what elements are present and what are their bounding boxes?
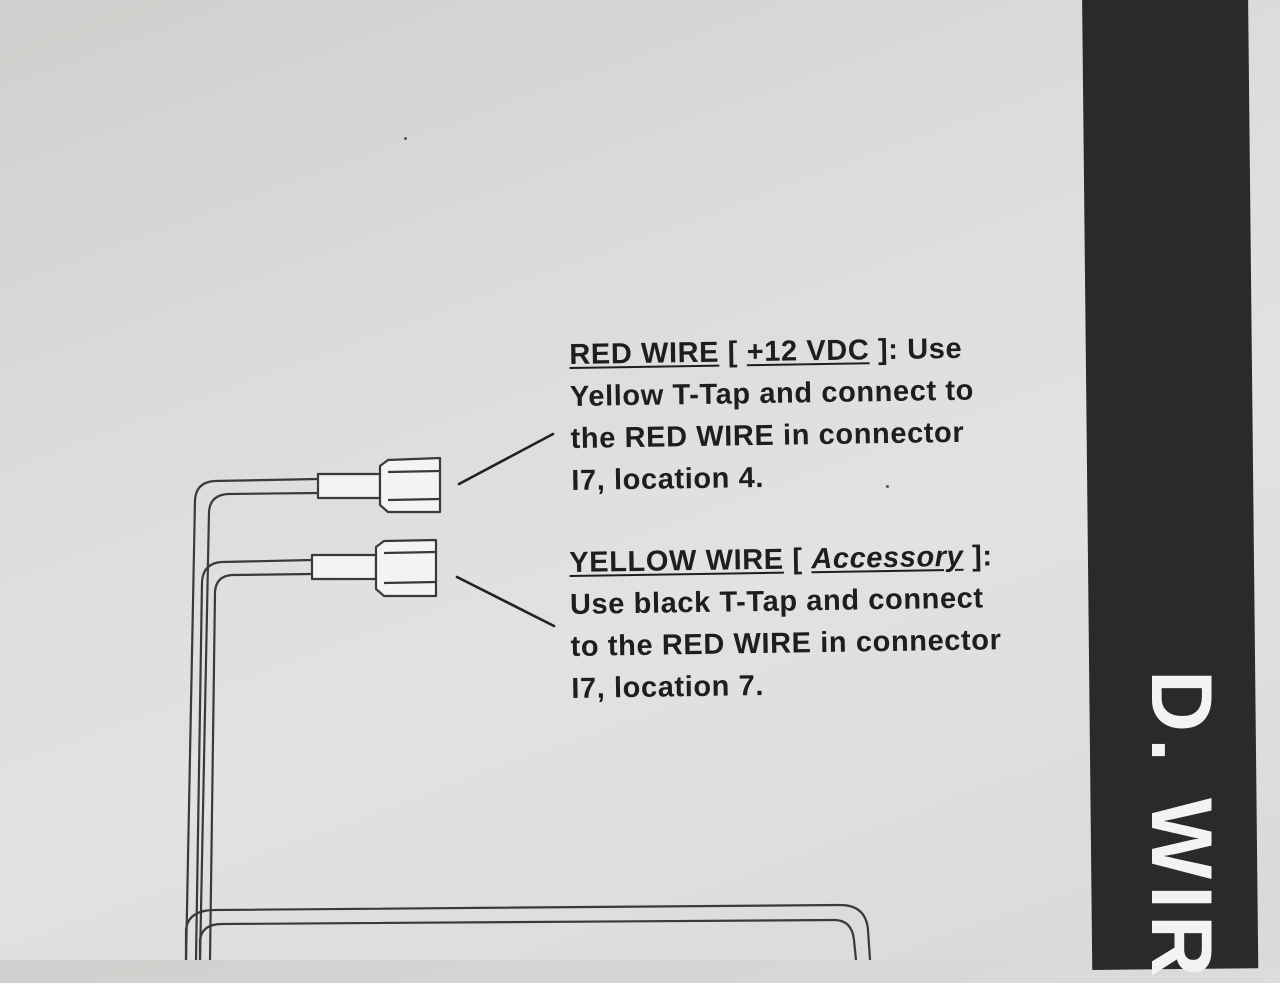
red-wire-inner xyxy=(198,491,320,960)
wiring-diagram xyxy=(184,432,872,960)
yellow-connector xyxy=(310,538,438,598)
yellow-wire-line-4: I7, location 7. xyxy=(571,669,765,705)
yellow-leader-line xyxy=(455,575,556,628)
red-leader-line xyxy=(457,432,555,486)
section-title: D. WIR xyxy=(1133,670,1229,983)
red-wire-instruction: RED WIRE [ +12 VDC ]: Use Yellow T-Tap a… xyxy=(569,326,1092,502)
module-outline xyxy=(184,903,872,960)
red-wire-line-4: I7, location 4. xyxy=(571,461,765,497)
yellow-wire-instruction: YELLOW WIRE [ Accessory ]: Use black T-T… xyxy=(569,534,1092,710)
red-connector xyxy=(316,456,442,514)
yellow-wire-outer xyxy=(194,558,314,960)
instruction-page: RED WIRE [ +12 VDC ]: Use Yellow T-Tap a… xyxy=(184,0,1259,983)
red-wire-outer xyxy=(184,477,320,960)
yellow-wire-inner xyxy=(208,572,314,960)
paper-speck xyxy=(404,137,407,140)
paper-speck xyxy=(886,485,889,488)
